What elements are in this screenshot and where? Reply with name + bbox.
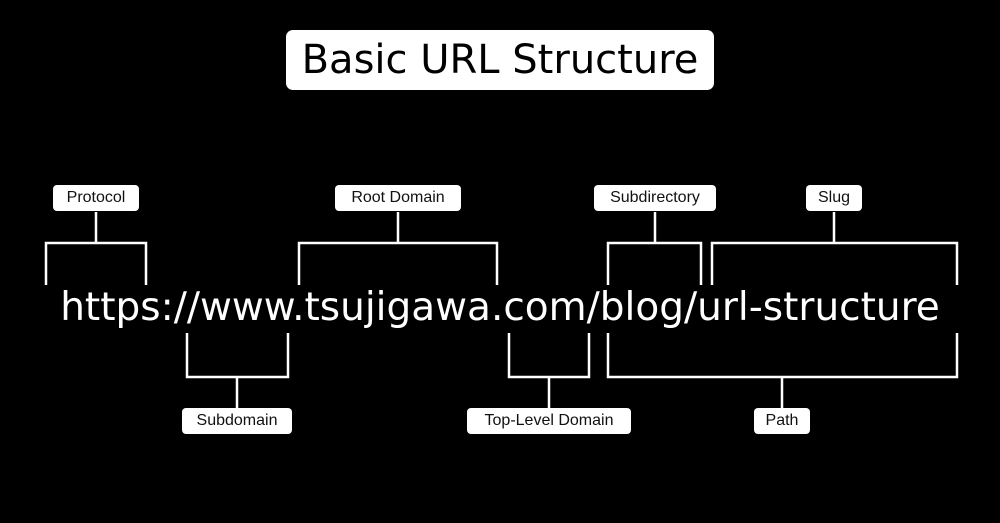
subdirectory-label: Subdirectory [594, 185, 716, 211]
path-bracket [606, 333, 959, 408]
diagram-title: Basic URL Structure [286, 30, 714, 90]
path-label: Path [754, 408, 810, 434]
tld-bracket [507, 333, 591, 408]
subdomain-label: Subdomain [182, 408, 292, 434]
root-domain-bracket [297, 212, 499, 285]
slug-label: Slug [806, 185, 862, 211]
subdomain-bracket [185, 333, 290, 408]
top-level-domain-label: Top-Level Domain [467, 408, 631, 434]
slug-bracket [710, 212, 959, 285]
protocol-bracket [44, 212, 148, 285]
url-example: https://www.tsujigawa.com/blog/url-struc… [60, 285, 940, 330]
root-domain-label: Root Domain [335, 185, 461, 211]
subdirectory-bracket [606, 212, 703, 285]
protocol-label: Protocol [53, 185, 139, 211]
